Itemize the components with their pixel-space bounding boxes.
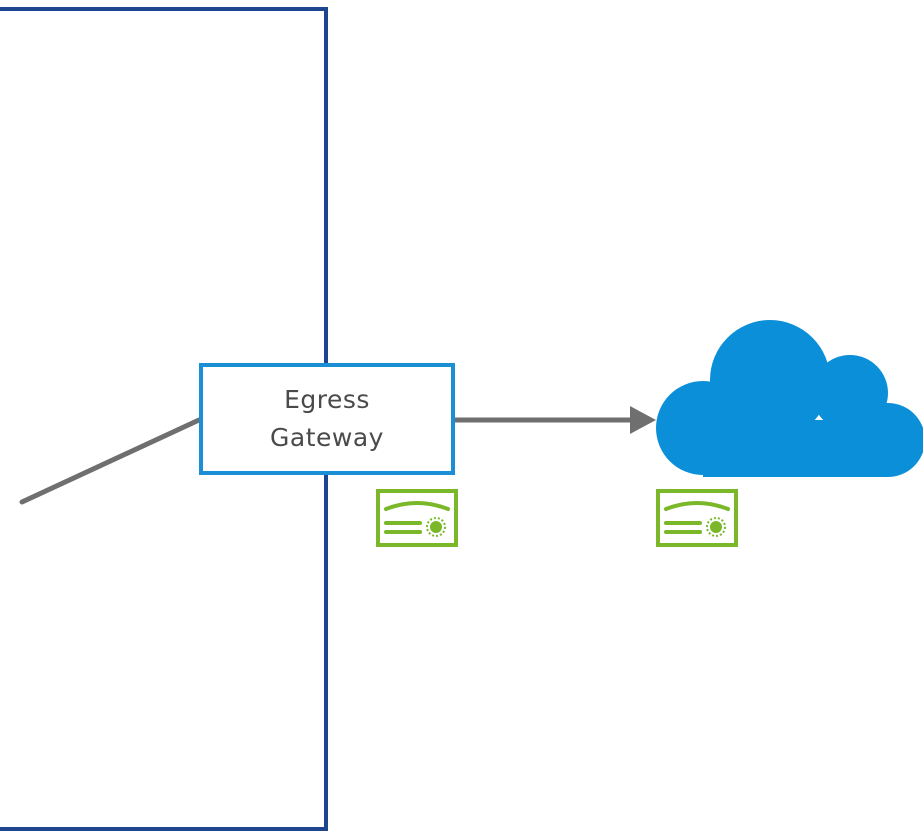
gateway-label-line2: Gateway: [270, 423, 384, 452]
certificate-icon: [656, 489, 738, 547]
certificate-icon: [376, 489, 458, 547]
egress-arrowhead: [630, 406, 656, 434]
cloud-icon: [656, 320, 923, 477]
gateway-label-line1: Egress: [284, 385, 370, 414]
incoming-connector: [19, 417, 202, 505]
egress-gateway-box: Egress Gateway: [199, 363, 455, 475]
